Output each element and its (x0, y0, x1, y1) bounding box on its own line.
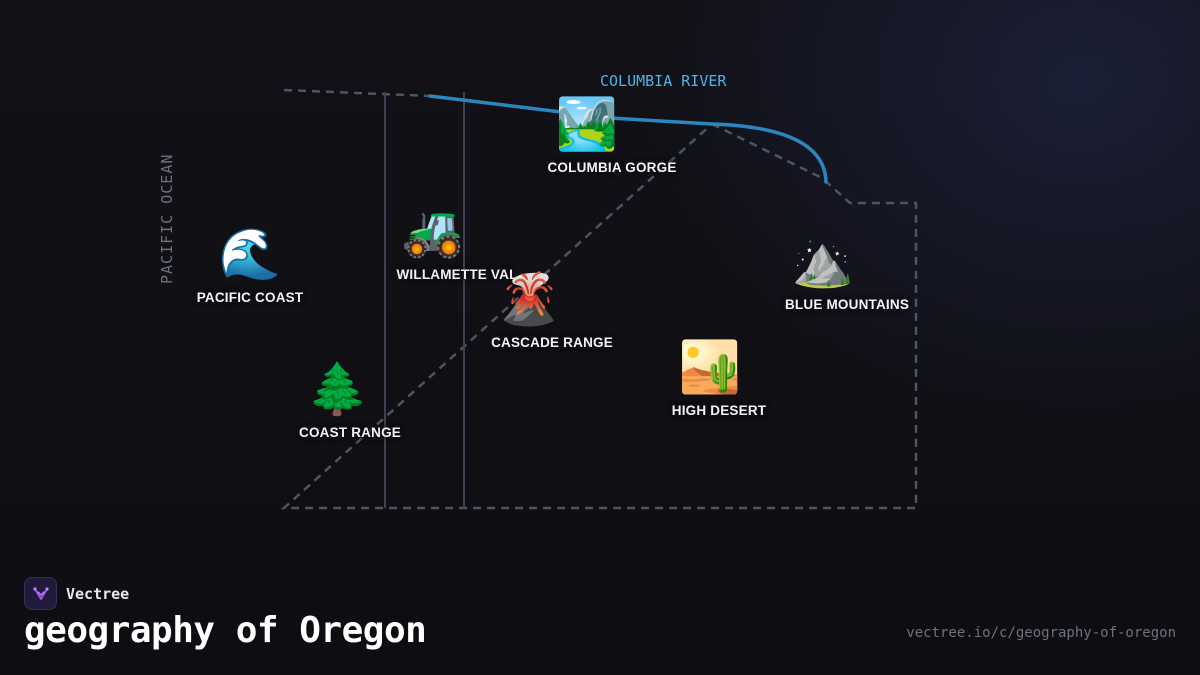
wave-icon: 🌊 (218, 225, 282, 283)
region-label: HIGH DESERT (671, 403, 767, 418)
region-high-desert[interactable]: 🏜️ HIGH DESERT (672, 337, 766, 418)
vectree-logo-icon (24, 577, 57, 610)
state-border (280, 88, 918, 510)
region-label: PACIFIC COAST (196, 290, 304, 305)
ocean-label: PACIFIC OCEAN (158, 154, 176, 284)
national-park-icon: 🏞️ (555, 95, 619, 153)
region-label: WILLAMETTE VAL (396, 267, 518, 282)
volcano-icon: 🌋 (497, 270, 561, 328)
brand-name: Vectree (66, 584, 130, 603)
source-url[interactable]: vectree.io/c/geography-of-oregon (906, 625, 1176, 641)
region-columbia-gorge[interactable]: 🏞️ COLUMBIA GORGE (547, 94, 676, 175)
region-willamette-valley[interactable]: 🚜 WILLAMETTE VAL (396, 201, 517, 282)
page-title: geography of Oregon (24, 610, 427, 651)
columbia-river (428, 94, 828, 184)
region-label: BLUE MOUNTAINS (784, 297, 910, 312)
evergreen-tree-icon: 🌲 (306, 360, 370, 418)
region-label: CASCADE RANGE (491, 335, 613, 350)
region-pacific-coast[interactable]: 🌊 PACIFIC COAST (197, 224, 304, 305)
region-coast-range[interactable]: 🌲 COAST RANGE (299, 359, 401, 440)
region-label: COAST RANGE (299, 425, 401, 440)
brand[interactable]: Vectree (24, 577, 129, 610)
desert-icon: 🏜️ (678, 338, 742, 396)
river-label: COLUMBIA RIVER (600, 72, 727, 90)
mountain-icon: ⛰️ (791, 232, 855, 290)
region-blue-mountains[interactable]: ⛰️ BLUE MOUNTAINS (785, 231, 909, 312)
region-label: COLUMBIA GORGE (547, 160, 677, 175)
region-cascade-range[interactable]: 🌋 CASCADE RANGE (491, 269, 613, 350)
tractor-icon: 🚜 (401, 202, 465, 260)
